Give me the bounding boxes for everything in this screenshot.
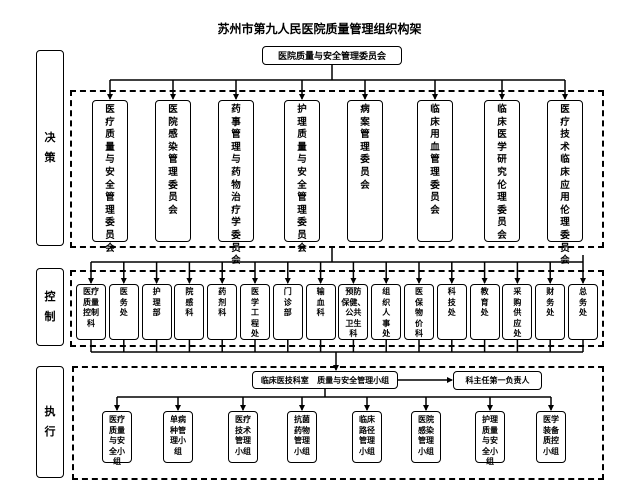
department-box: 医 保 物 价 科 [404,284,434,340]
department-box: 医 务 处 [108,284,139,340]
execution-group-box: 医学 装备 质控 小组 [536,411,566,463]
committee-box: 医 疗 技 术 临 床 应 用 伦 理 委 员 会 [547,100,583,266]
arrow-head-icon [423,405,429,411]
dept-director-responsible-box: 科主任第一负责人 [453,371,542,390]
arrow-head-icon [153,278,160,284]
arrow-head-icon [432,94,438,100]
committee-box: 临 床 用 血 管 理 委 员 会 [417,100,453,242]
department-box: 门 诊 部 [272,284,303,340]
arrow-head-icon [240,405,246,411]
arrow-head-icon [514,278,521,284]
arrow-head-icon [114,405,120,411]
arrow-head-icon [299,405,305,411]
execution-group-box: 医院 感染 管理 小组 [411,411,441,463]
execution-group-box: 临床 路径 管理 小组 [352,411,382,463]
department-box: 教 育 处 [469,284,500,340]
arrow-head-icon [186,278,193,284]
arrow-head-icon [481,278,488,284]
execution-group-box: 护理 质量 与安 全小 组 [475,411,505,466]
arrow-head-icon [252,278,258,284]
committee-box: 临 床 医 学 研 究 伦 理 委 员 会 [484,100,520,242]
section-decision-label: 决 策 [36,50,64,246]
clinical-dept-quality-group-box: 临床医技科室 质量与安全管理小组 [252,371,398,389]
committee-box: 护 理 质 量 与 安 全 管 理 委 员 会 [284,100,320,254]
arrow-head-icon [317,278,324,284]
committee-box: 病 案 管 理 委 员 会 [347,100,383,242]
department-box: 护 理 部 [141,284,172,340]
department-box: 财 务 处 [535,284,566,340]
department-box: 药 剂 科 [207,284,238,340]
execution-group-box: 医疗 技术 管理 小组 [228,411,258,463]
committee-box: 医 疗 质 量 与 安 全 管 理 委 员 会 [92,100,128,254]
arrow-head-icon [350,278,357,284]
hospital-quality-committee-box: 医院质量与安全管理委员会 [262,46,402,65]
department-box: 总 务 处 [568,284,598,340]
arrow-head-icon [487,405,493,411]
arrow-head-icon [88,278,94,284]
chart-title: 苏州市第九人民医院质量管理组织构架 [217,22,422,36]
department-box: 预防 保健、 公共 卫生 科 [338,284,369,340]
department-box: 科 技 处 [436,284,467,340]
arrow-head-icon [284,278,291,284]
execution-group-box: 抗菌 药物 管理 小组 [287,411,317,463]
committee-box: 医 院 感 染 管 理 委 员 会 [155,100,191,242]
arrow-head-icon [580,278,586,284]
arrow-head-icon [107,94,113,100]
department-box: 医 学 工 程 处 [240,284,270,340]
arrow-head-icon [416,278,422,284]
arrow-head-icon [364,405,370,411]
arrow-head-icon [447,377,453,383]
arrow-head-icon [383,278,390,284]
execution-group-box: 医疗 质量 与安 全小 组 [102,411,132,466]
control-region [70,270,604,347]
arrow-head-icon [448,278,455,284]
execution-group-box: 单病 种管 理小 组 [163,411,193,463]
execution-region [72,366,604,480]
department-box: 医疗 质量 控制 科 [76,284,106,340]
department-box: 输 血 科 [305,284,336,340]
arrow-head-icon [175,405,181,411]
arrow-head-icon [562,94,568,100]
arrow-head-icon [547,278,554,284]
arrow-head-icon [120,278,127,284]
arrow-head-icon [219,278,226,284]
arrow-head-icon [362,94,368,100]
arrow-head-icon [548,405,554,411]
section-control-label: 控 制 [36,268,64,346]
arrow-head-icon [170,94,176,100]
department-box: 院 感 科 [174,284,205,340]
arrow-head-icon [299,94,305,100]
department-box: 组 织 人 事 处 [371,284,402,340]
arrow-head-icon [233,94,239,100]
section-execution-label: 执 行 [36,366,64,478]
committee-box: 药 事 管 理 与 药 物 治 疗 学 委 员 会 [218,100,254,266]
decision-region [70,90,604,248]
department-box: 采 购 供 应 处 [502,284,533,340]
arrow-head-icon [499,94,505,100]
